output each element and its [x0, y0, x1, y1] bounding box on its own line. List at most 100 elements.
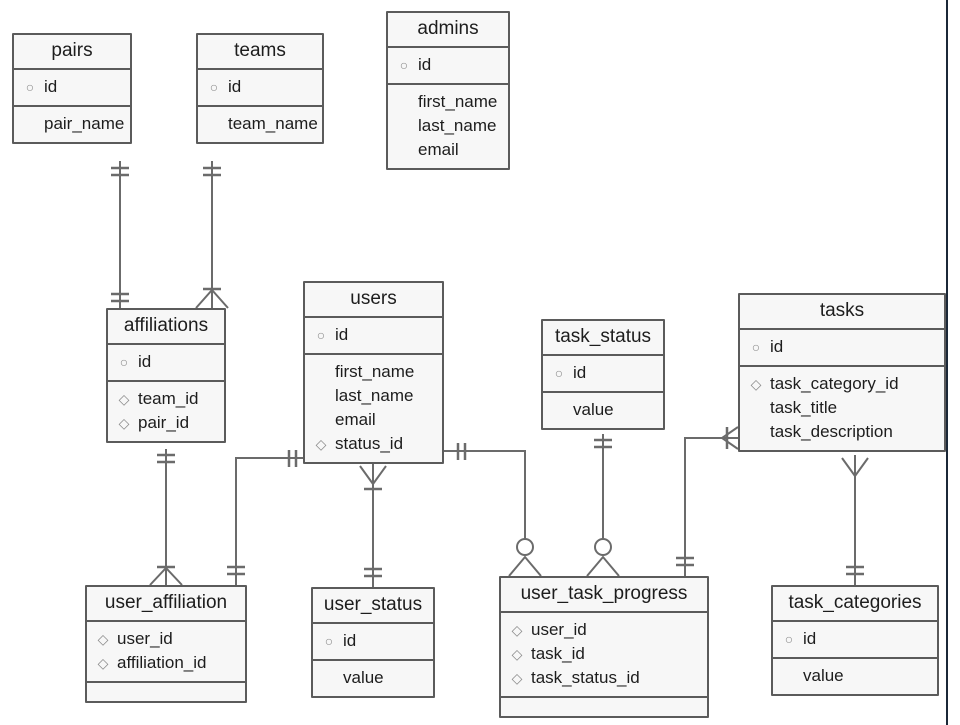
attribute-row: ◇ user_id	[95, 627, 237, 651]
attribute-label: team_id	[138, 388, 199, 408]
attribute-row: ○id	[116, 350, 216, 374]
attribute-label: pair_id	[138, 413, 190, 433]
attribute-label: id	[573, 362, 587, 382]
entity-section-user_status-1: value	[313, 661, 433, 696]
edge-users-user-affiliation	[235, 457, 303, 585]
attribute-label: id	[770, 336, 784, 356]
entity-section-user_affiliation-1	[87, 683, 245, 701]
edge-users-user-task-progress	[444, 450, 526, 549]
attribute-row: ◇ user_id	[509, 618, 699, 642]
attribute-row: ○id	[22, 75, 122, 99]
entity-section-user_task_progress-0: ◇user_id◇task_id◇task_status_id	[501, 613, 707, 699]
foreign-key-icon: ◇	[118, 391, 130, 408]
attribute-row: ◇ task_category_id	[748, 372, 936, 396]
attribute-row: email	[396, 138, 500, 162]
entity-section-pairs-0: ○id	[14, 70, 130, 107]
entity-section-user_affiliation-0: ◇ user_id ◇affiliation_id	[87, 622, 245, 684]
attribute-label: first_name	[335, 361, 415, 381]
entity-section-task_status-0: ○id	[543, 356, 663, 393]
attribute-label: task_description	[770, 422, 893, 442]
foreign-key-icon: ◇	[118, 415, 130, 432]
attribute-row: value	[551, 398, 655, 422]
entity-title-teams: teams	[198, 35, 322, 70]
entity-affiliations[interactable]: affiliations ○id ◇ team_id ◇ pair_id	[106, 308, 226, 444]
entity-title-pairs: pairs	[14, 35, 130, 70]
entity-title-admins: admins	[388, 13, 508, 48]
attribute-label: value	[343, 667, 384, 687]
entity-section-user_task_progress-1	[501, 698, 707, 716]
foreign-key-icon: ◇	[97, 630, 109, 647]
foreign-key-icon: ◇	[315, 436, 327, 453]
attribute-row: ◇task_id	[509, 642, 699, 666]
attribute-label: last_name	[335, 386, 414, 406]
attribute-label: user_id	[117, 628, 173, 648]
entity-section-teams-0: ○id	[198, 70, 322, 107]
attribute-row: ○id	[781, 627, 929, 651]
attribute-label: email	[418, 140, 459, 160]
attribute-row: value	[321, 666, 425, 690]
entity-title-task_categories: task_categories	[773, 587, 937, 622]
foreign-key-icon: ◇	[511, 646, 523, 663]
entity-section-task_categories-0: ○id	[773, 622, 937, 659]
primary-key-icon: ○	[324, 632, 334, 649]
attribute-label: value	[573, 399, 614, 419]
entity-title-tasks: tasks	[740, 295, 944, 330]
attribute-label: id	[803, 628, 817, 648]
entity-task_categories[interactable]: task_categories ○id value	[771, 585, 939, 697]
attribute-label: user_id	[531, 619, 587, 639]
attribute-row: ○id	[321, 629, 425, 653]
attribute-row: first_name	[396, 90, 500, 114]
attribute-row: ◇ pair_id	[116, 411, 216, 435]
attribute-row: last_name	[313, 384, 434, 408]
entity-section-tasks-0: ○id	[740, 330, 944, 367]
attribute-row: pair_name	[22, 112, 125, 136]
attribute-label: last_name	[418, 116, 497, 136]
entity-section-task_categories-1: value	[773, 659, 937, 694]
entity-teams[interactable]: teams○id team_name	[196, 33, 324, 145]
entity-title-user_affiliation: user_affiliation	[87, 587, 245, 622]
attribute-label: id	[138, 351, 152, 371]
entity-user_affiliation[interactable]: user_affiliation ◇ user_id ◇affiliation_id	[85, 585, 247, 704]
attribute-row: ◇affiliation_id	[95, 651, 237, 675]
foreign-key-icon: ◇	[97, 655, 109, 672]
attribute-row: ◇ status_id	[313, 432, 434, 456]
attribute-label: pair_name	[44, 113, 125, 133]
entity-section-task_status-1: value	[543, 393, 663, 428]
attribute-row: last_name	[396, 114, 500, 138]
entity-user_task_progress[interactable]: user_task_progress◇user_id◇task_id◇task_…	[499, 576, 709, 719]
attribute-label: id	[228, 76, 242, 96]
edge-tasks-user-task-progress	[684, 437, 738, 576]
attribute-label: id	[44, 76, 58, 96]
attribute-label: status_id	[335, 434, 404, 454]
entity-title-affiliations: affiliations	[108, 310, 224, 345]
entity-section-affiliations-0: ○id	[108, 345, 224, 382]
foreign-key-icon: ◇	[750, 376, 762, 393]
entity-section-teams-1: team_name	[198, 107, 322, 142]
attribute-row: task_description	[748, 420, 936, 444]
foreign-key-icon: ◇	[511, 621, 523, 638]
attribute-label: first_name	[418, 91, 498, 111]
attribute-row: ○id	[313, 323, 434, 347]
entity-pairs[interactable]: pairs ○id pair_name	[12, 33, 132, 145]
entity-task_status[interactable]: task_status○id value	[541, 319, 665, 431]
attribute-label: task_category_id	[770, 373, 899, 393]
entity-title-task_status: task_status	[543, 321, 663, 356]
primary-key-icon: ○	[399, 56, 409, 73]
attribute-row: ○id	[396, 53, 500, 77]
attribute-label: email	[335, 410, 376, 430]
attribute-row: team_name	[206, 112, 318, 136]
entity-section-users-0: ○id	[305, 318, 442, 355]
foreign-key-icon: ◇	[511, 670, 523, 687]
attribute-row: first_name	[313, 360, 434, 384]
entity-title-users: users	[305, 283, 442, 318]
entity-section-affiliations-1: ◇ team_id ◇ pair_id	[108, 382, 224, 441]
attribute-row: email	[313, 408, 434, 432]
